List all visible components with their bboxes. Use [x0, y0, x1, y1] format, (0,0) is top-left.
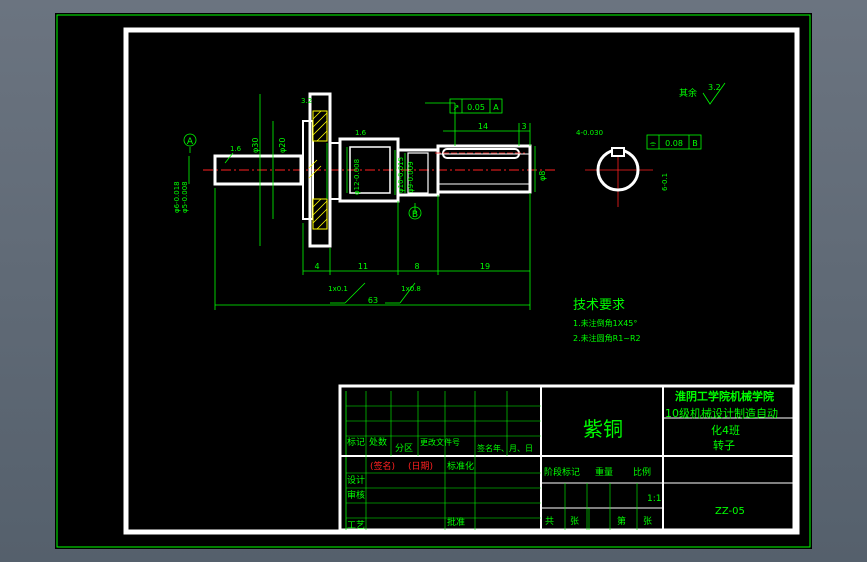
tech-requirements: 技术要求 1.未注倒角1X45° 2.未注圆角R1~R2: [573, 298, 641, 343]
datum-a-label: A: [187, 137, 194, 147]
tech-title: 技术要求: [573, 298, 625, 313]
svg-text:签名: 签名: [477, 443, 493, 453]
svg-text:标准化: 标准化: [447, 460, 474, 472]
svg-text:φ20: φ20: [278, 138, 287, 153]
drawing-sheet: A B ↗ 0.05 A φ30 φ20 φ6-0.018 φ5-0.008 φ…: [55, 13, 812, 549]
svg-text:审核: 审核: [347, 489, 365, 501]
svg-text:A: A: [493, 103, 499, 112]
tech-item-2: 2.未注圆角R1~R2: [573, 333, 641, 343]
svg-text:1.6: 1.6: [355, 129, 367, 137]
svg-text:φ6-0.018: φ6-0.018: [173, 181, 181, 213]
right-shaft: [436, 144, 532, 194]
svg-text:处数: 处数: [369, 436, 387, 448]
datum-b-label: B: [412, 210, 418, 220]
svg-text:工艺: 工艺: [347, 520, 365, 531]
svg-text:重量: 重量: [595, 466, 613, 478]
section-view: 4-0.030 6-0.1 ⌯ 0.08 B: [576, 129, 702, 207]
svg-text:张: 张: [643, 516, 652, 527]
tolerance-frame-a: ↗ 0.05 A: [449, 98, 503, 114]
svg-text:φ5-0.008: φ5-0.008: [181, 181, 189, 213]
svg-text:0.08: 0.08: [665, 139, 683, 148]
class-line-2: 化4班: [711, 423, 740, 437]
svg-text:⌯: ⌯: [650, 139, 657, 148]
svg-text:φ10-0.015: φ10-0.015: [397, 157, 405, 193]
keyway: [442, 148, 520, 159]
dimension-lines: [188, 94, 536, 310]
svg-text:1x0.8: 1x0.8: [401, 285, 421, 293]
svg-text:年、月、日: 年、月、日: [493, 443, 533, 453]
svg-text:(签名): (签名): [370, 460, 395, 472]
svg-text:4-0.030: 4-0.030: [576, 129, 603, 137]
tolerance-frame-b: ⌯ 0.08 B: [646, 134, 702, 150]
svg-text:63: 63: [368, 296, 378, 305]
svg-text:14: 14: [478, 122, 488, 131]
svg-text:3.2: 3.2: [708, 83, 721, 92]
svg-text:8: 8: [414, 262, 419, 271]
svg-text:φ12-0.008: φ12-0.008: [353, 159, 361, 195]
svg-text:19: 19: [480, 262, 490, 271]
svg-text:分区: 分区: [395, 443, 413, 454]
svg-text:第: 第: [617, 515, 626, 527]
title-block: [338, 384, 796, 532]
svg-text:共: 共: [545, 516, 554, 527]
left-shaft: [213, 154, 303, 186]
svg-text:设计: 设计: [347, 474, 365, 486]
datum-a-marker: [183, 133, 197, 147]
svg-text:φ30: φ30: [251, 138, 260, 153]
svg-text:更改文件号: 更改文件号: [420, 437, 460, 447]
svg-text:B: B: [692, 139, 698, 148]
drawing-canvas: A B ↗ 0.05 A φ30 φ20 φ6-0.018 φ5-0.008 φ…: [56, 14, 811, 548]
svg-text:批准: 批准: [447, 516, 465, 528]
svg-text:↗: ↗: [453, 103, 460, 112]
svg-text:其余: 其余: [679, 87, 697, 99]
svg-text:0.05: 0.05: [467, 103, 485, 112]
svg-text:(日期): (日期): [408, 461, 433, 472]
outer-frame: [56, 14, 811, 548]
school-name: 淮阴工学院机械学院: [675, 389, 774, 403]
svg-text:4: 4: [314, 262, 319, 271]
datum-b-marker: [408, 206, 422, 220]
inner-border: [123, 27, 800, 535]
material-label: 紫铜: [583, 417, 623, 441]
tech-item-1: 1.未注倒角1X45°: [573, 318, 637, 328]
scale-value: 1:1: [647, 494, 661, 504]
drawing-number: ZZ-05: [715, 506, 745, 517]
svg-text:标记: 标记: [347, 436, 365, 448]
roughness-note: 其余 3.2: [679, 82, 726, 105]
part-name: 转子: [713, 438, 735, 452]
dimension-texts: φ30 φ20 φ6-0.018 φ5-0.008 φ12-0.008 φ10-…: [173, 97, 547, 305]
svg-text:11: 11: [358, 262, 368, 271]
title-block-text: 标记 处数 分区 更改文件号 签名 年、月、日 设计 审核 工艺 (签名) (日…: [347, 389, 778, 531]
svg-text:3: 3: [521, 122, 526, 131]
shaft-view: [203, 92, 555, 248]
svg-text:1x0.1: 1x0.1: [328, 285, 348, 293]
svg-text:φ8: φ8: [538, 171, 547, 181]
svg-text:6-0.1: 6-0.1: [661, 173, 669, 191]
svg-text:3.2: 3.2: [301, 97, 312, 105]
svg-text:张: 张: [570, 516, 579, 527]
svg-text:比例: 比例: [633, 466, 651, 478]
svg-text:1.6: 1.6: [230, 145, 242, 153]
class-line-1: 10级机械设计制造自动: [665, 406, 778, 420]
svg-text:φ9-0.009: φ9-0.009: [407, 161, 415, 193]
svg-text:阶段标记: 阶段标记: [544, 466, 580, 478]
